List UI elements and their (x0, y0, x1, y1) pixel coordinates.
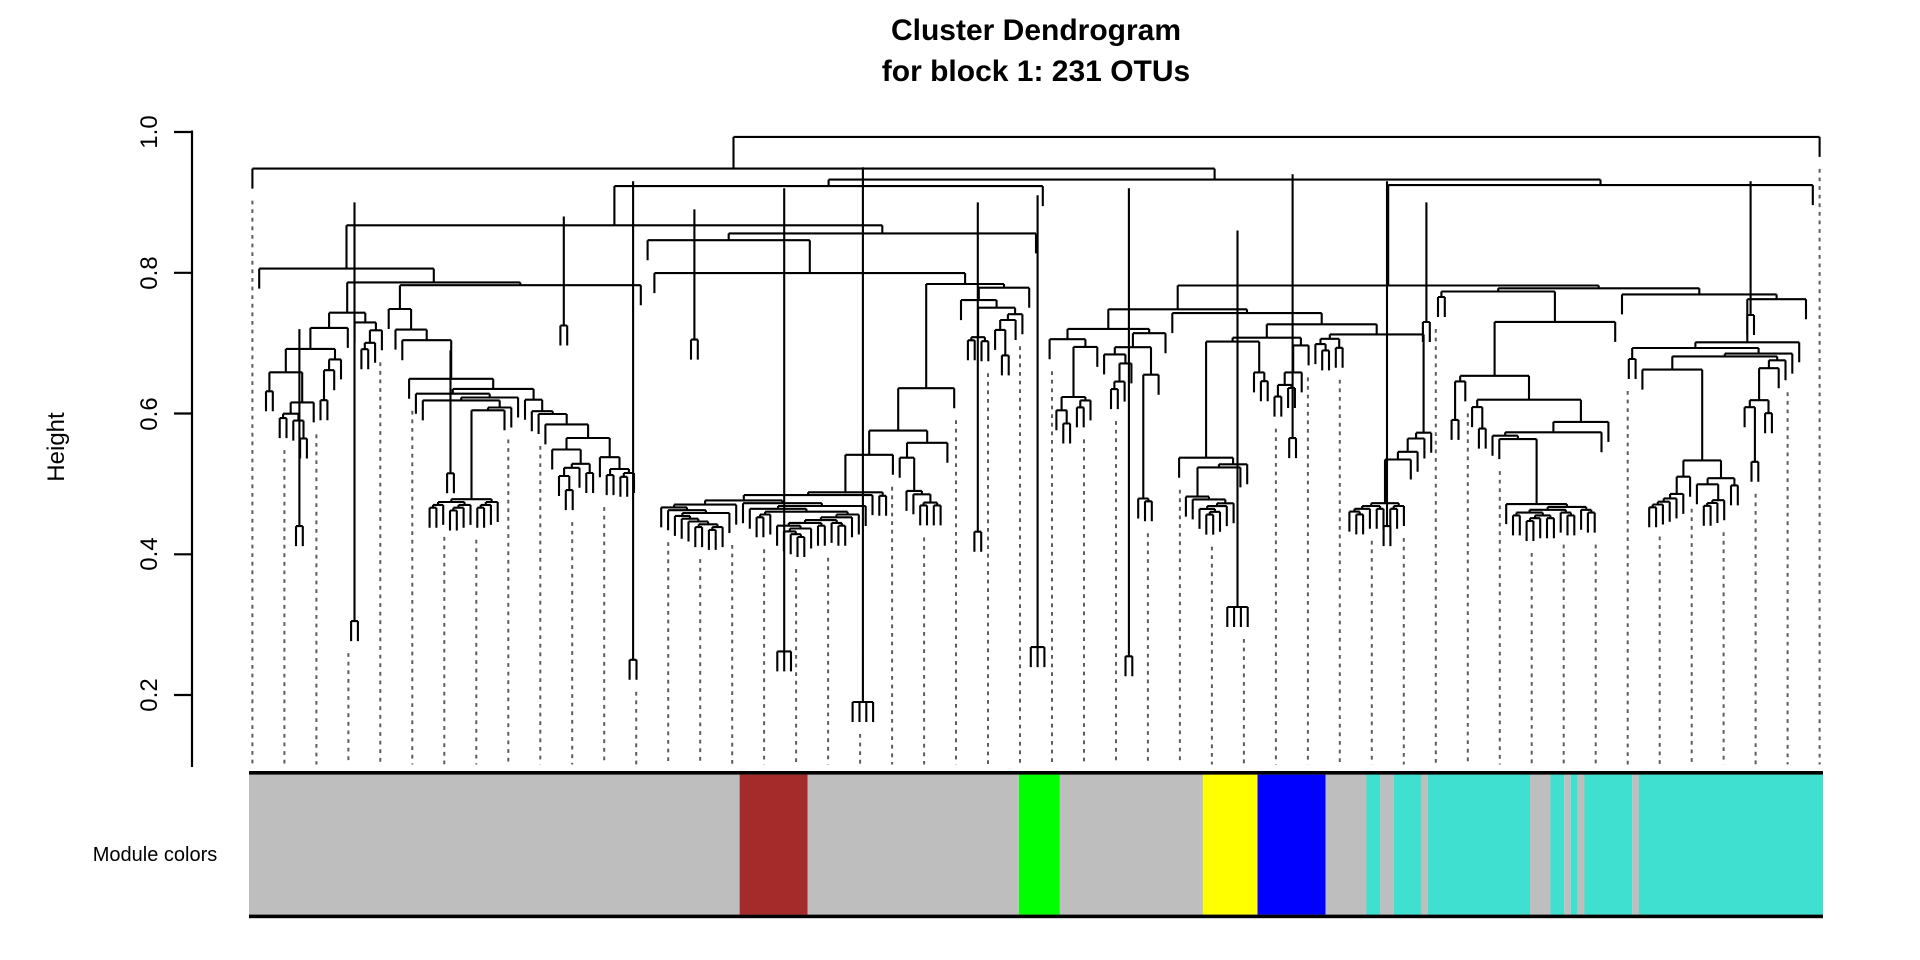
module-segment-turquoise (1393, 774, 1421, 915)
chart-title-line2: for block 1: 231 OTUs (881, 55, 1191, 88)
y-tick-label: 0.2 (136, 678, 163, 712)
module-segment-green (1019, 774, 1060, 915)
y-axis (174, 130, 194, 767)
chart-title-line1: Cluster Dendrogram (890, 14, 1182, 47)
y-tick-label: 1.0 (136, 115, 163, 149)
module-segment-turquoise (1639, 774, 1823, 915)
module-segment-grey (807, 774, 1019, 915)
module-segment-grey (249, 774, 740, 915)
module-segment-turquoise (1366, 774, 1381, 915)
module-color-bar (249, 771, 1823, 919)
module-bar-border (249, 914, 1823, 919)
module-bar-border (249, 771, 1823, 775)
module-segment-grey (1632, 774, 1639, 915)
module-segment-brown (739, 774, 808, 915)
module-segment-turquoise (1584, 774, 1633, 915)
module-segment-turquoise (1550, 774, 1564, 915)
module-segment-grey (1564, 774, 1571, 915)
module-segment-grey (1325, 774, 1367, 915)
module-segment-grey (1530, 774, 1551, 915)
module-segment-grey (1059, 774, 1203, 915)
y-axis-label: Height (43, 412, 70, 482)
y-tick-label: 0.8 (136, 256, 163, 290)
module-segment-turquoise (1427, 774, 1530, 915)
module-colors-label: Module colors (92, 844, 218, 866)
chart-title: Cluster Dendrogram for block 1: 231 OTUs (286, 10, 1786, 92)
module-segment-grey (1421, 774, 1428, 915)
dendrogram-lines (251, 135, 1821, 722)
module-segment-yellow (1202, 774, 1258, 915)
y-tick-label: 0.6 (136, 396, 163, 431)
module-segment-grey (1577, 774, 1585, 915)
module-segment-blue (1257, 774, 1326, 915)
module-segment-grey (1380, 774, 1394, 915)
y-tick-label: 0.4 (136, 537, 163, 571)
module-segment-turquoise (1570, 774, 1578, 915)
guide-lines (251, 168, 1821, 765)
